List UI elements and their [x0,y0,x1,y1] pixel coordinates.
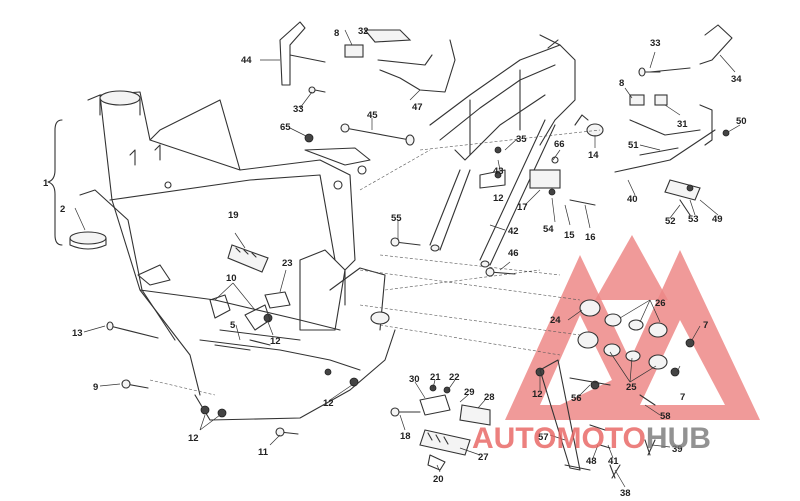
callout-58: 58 [660,411,671,422]
rear-subframe [429,34,576,268]
callout-27: 27 [478,452,489,463]
callout-8a: 8 [334,28,339,39]
callout-53: 53 [688,214,699,225]
callout-25: 25 [626,382,637,393]
callout-5: 5 [230,320,236,331]
group-bracket [47,119,63,246]
callout-38: 38 [620,488,631,499]
callout-43: 43 [493,166,504,177]
callout-31: 31 [677,119,688,130]
callout-24: 24 [550,315,561,326]
callout-9: 9 [93,382,98,393]
callout-47: 47 [412,102,423,113]
callout-12e: 12 [532,389,543,400]
callout-40: 40 [627,194,638,205]
callout-66: 66 [554,139,565,150]
callout-65: 65 [280,122,291,133]
passenger-handles [279,21,733,173]
main-frame [79,90,396,421]
callout-44: 44 [241,55,252,66]
callout-41: 41 [608,456,619,467]
callout-12c: 12 [323,398,334,409]
callout-1: 1 [43,178,49,189]
callout-22: 22 [449,372,460,383]
callout-labels: 1 2 5 7 7 8 8 9 10 11 12 12 12 12 12 13 … [43,26,747,499]
callout-29: 29 [464,387,475,398]
callout-20: 20 [433,474,444,485]
callout-32: 32 [358,26,369,37]
callout-50: 50 [736,116,747,127]
callout-10: 10 [226,273,237,284]
callout-42: 42 [508,226,519,237]
callout-23: 23 [282,258,293,269]
callout-33b: 33 [650,38,661,49]
assembly-guides [149,129,601,396]
callout-7a: 7 [703,320,708,331]
callout-45: 45 [367,110,378,121]
callout-34: 34 [731,74,742,85]
watermark-word-2: HUB [646,422,711,455]
callout-54: 54 [543,224,554,235]
callout-56: 56 [571,393,582,404]
callout-28: 28 [484,392,495,403]
callout-12a: 12 [270,336,281,347]
callout-49: 49 [712,214,723,225]
callout-18: 18 [400,431,411,442]
callout-35: 35 [516,134,527,145]
callout-15: 15 [564,230,575,241]
watermark-text: AUTOMOTOHUB [472,422,711,455]
callout-19: 19 [228,210,239,221]
callout-57: 57 [538,432,549,443]
callout-55: 55 [391,213,402,224]
watermark-word-1: AUTOMOTO [472,422,646,455]
callout-11: 11 [258,447,269,458]
callout-46: 46 [508,248,519,259]
callout-26: 26 [655,298,666,309]
callout-30: 30 [409,374,420,385]
hardware [106,44,730,479]
callout-51: 51 [628,140,639,151]
callout-21: 21 [430,372,441,383]
callout-17: 17 [517,202,528,213]
callout-52: 52 [665,216,676,227]
callout-39: 39 [672,444,683,455]
callout-14: 14 [588,150,599,161]
callout-8b: 8 [619,78,624,89]
callout-12b: 12 [188,433,199,444]
footpegs [227,29,701,456]
callout-7b: 7 [680,392,685,403]
callout-13: 13 [72,328,83,339]
callout-2: 2 [60,204,65,215]
callout-33a: 33 [293,104,304,115]
leader-lines [74,29,741,488]
callout-16: 16 [585,232,596,243]
callout-12d: 12 [493,193,504,204]
steering-bearing [69,231,107,250]
callout-48: 48 [586,456,597,467]
engine-mount-bushings [577,299,668,370]
